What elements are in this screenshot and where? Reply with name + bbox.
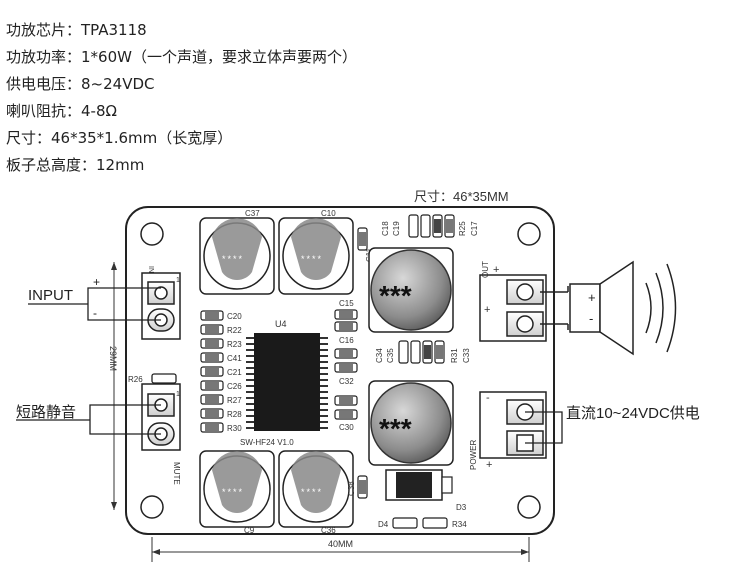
inductor-top xyxy=(368,247,454,333)
speaker-symbol xyxy=(540,260,677,356)
input-callout-lines xyxy=(28,287,161,321)
c17-label: C17 xyxy=(470,221,479,236)
input-plus-sign: + xyxy=(93,275,100,289)
chip-label: U4 xyxy=(275,319,287,329)
right-smd-column xyxy=(334,309,358,420)
mute-label: MUTE xyxy=(172,462,181,485)
inductor-top-mark: *** xyxy=(379,280,412,311)
c19-label: C19 xyxy=(392,221,401,236)
power-plus-sign: + xyxy=(486,459,492,471)
c36-label: C36 xyxy=(321,526,336,535)
capacitor-c10: **** xyxy=(278,217,354,295)
svg-text:****: **** xyxy=(301,487,323,497)
speaker-minus: - xyxy=(589,311,593,326)
power-label: POWER xyxy=(469,440,478,470)
r25-label: R25 xyxy=(458,221,467,236)
width-label: 40MM xyxy=(328,539,353,549)
middle-smd-cluster xyxy=(398,340,445,364)
height-label: 29MM xyxy=(108,346,118,371)
d4-diode xyxy=(392,517,418,529)
capacitor-c36: **** xyxy=(278,450,354,528)
c15-label: C15 xyxy=(339,299,354,308)
c35-label: C35 xyxy=(386,348,395,363)
out-plus-sign: + xyxy=(493,264,499,276)
capacitor-c9: **** xyxy=(199,450,275,528)
r34-resistor xyxy=(422,517,448,529)
c26-label: C26 xyxy=(227,382,242,391)
mute-pin-one-label: 1 xyxy=(176,391,180,398)
c41-label: C41 xyxy=(227,354,242,363)
power-callout-label: 直流10~24VDC供电 xyxy=(566,405,700,422)
c18-label: C18 xyxy=(381,221,390,236)
r28-label: R28 xyxy=(227,410,242,419)
r30-label: R30 xyxy=(227,424,242,433)
speaker-plus: + xyxy=(588,290,596,305)
spec-line-impedance: 喇叭阻抗：4-8Ω xyxy=(6,102,117,120)
spec-line-height: 板子总高度：12mm xyxy=(6,156,145,174)
c33-label: C33 xyxy=(462,348,471,363)
c34-label: C34 xyxy=(375,348,384,363)
r27-label: R27 xyxy=(227,396,242,405)
c21-label: C21 xyxy=(227,368,242,377)
c16-label: C16 xyxy=(339,336,354,345)
c9-label: C9 xyxy=(244,526,255,535)
power-callout-lines xyxy=(525,411,563,444)
d4-label: D4 xyxy=(378,520,389,529)
mounting-hole xyxy=(517,222,541,246)
c10-label: C10 xyxy=(321,209,336,218)
input-pin-dot xyxy=(154,286,168,300)
r31-label: R31 xyxy=(450,348,459,363)
model-label: SW-HF24 V1.0 xyxy=(240,438,294,447)
input-callout-label: INPUT xyxy=(28,287,73,304)
inductor-bottom-mark: *** xyxy=(379,413,412,444)
d3-diode xyxy=(385,469,453,501)
mounting-hole xyxy=(140,495,164,519)
input-connector-in-label: IN xyxy=(147,266,154,273)
c30-label: C30 xyxy=(339,423,354,432)
height-dimension xyxy=(111,262,117,510)
svg-text:****: **** xyxy=(222,487,244,497)
inductor-bottom xyxy=(368,380,454,466)
power-minus-sign: - xyxy=(486,392,490,404)
r22-label: R22 xyxy=(227,326,242,335)
out-label: OUT xyxy=(481,261,490,278)
d3-label: D3 xyxy=(456,503,467,512)
tpa3118-chip xyxy=(246,333,328,431)
mounting-hole xyxy=(517,495,541,519)
out-plus-inner: + xyxy=(484,304,490,316)
top-smd-cluster xyxy=(357,214,455,251)
size-label: 尺寸：46*35MM xyxy=(414,189,509,204)
c32-label: C32 xyxy=(339,377,354,386)
mounting-hole xyxy=(140,222,164,246)
r34-label: R34 xyxy=(452,520,467,529)
spec-line-chip: 功放芯片：TPA3118 xyxy=(6,21,147,39)
svg-text:****: **** xyxy=(301,254,323,264)
input-pin-one-label: 1 xyxy=(176,277,180,284)
width-dimension xyxy=(151,537,530,562)
c20-label: C20 xyxy=(227,312,242,321)
r26-resistor xyxy=(151,373,177,384)
c38-label: C38 xyxy=(347,481,356,496)
spec-line-size: 尺寸：46*35*1.6mm（长宽厚） xyxy=(6,129,233,147)
input-minus-sign: - xyxy=(93,306,97,320)
capacitor-c37: **** xyxy=(199,217,275,295)
power-terminal xyxy=(479,391,547,459)
r26-label: R26 xyxy=(128,375,143,384)
spec-line-power: 功放功率：1*60W（一个声道，要求立体声要两个） xyxy=(6,48,357,66)
mute-callout-lines xyxy=(16,404,161,435)
c37-label: C37 xyxy=(245,209,260,218)
c38-capacitor xyxy=(357,475,368,499)
left-smd-column xyxy=(200,310,224,433)
mute-callout-label: 短路静音 xyxy=(16,404,76,421)
spec-line-voltage: 供电电压：8~24VDC xyxy=(6,75,155,93)
r23-label: R23 xyxy=(227,340,242,349)
svg-text:****: **** xyxy=(222,254,244,264)
